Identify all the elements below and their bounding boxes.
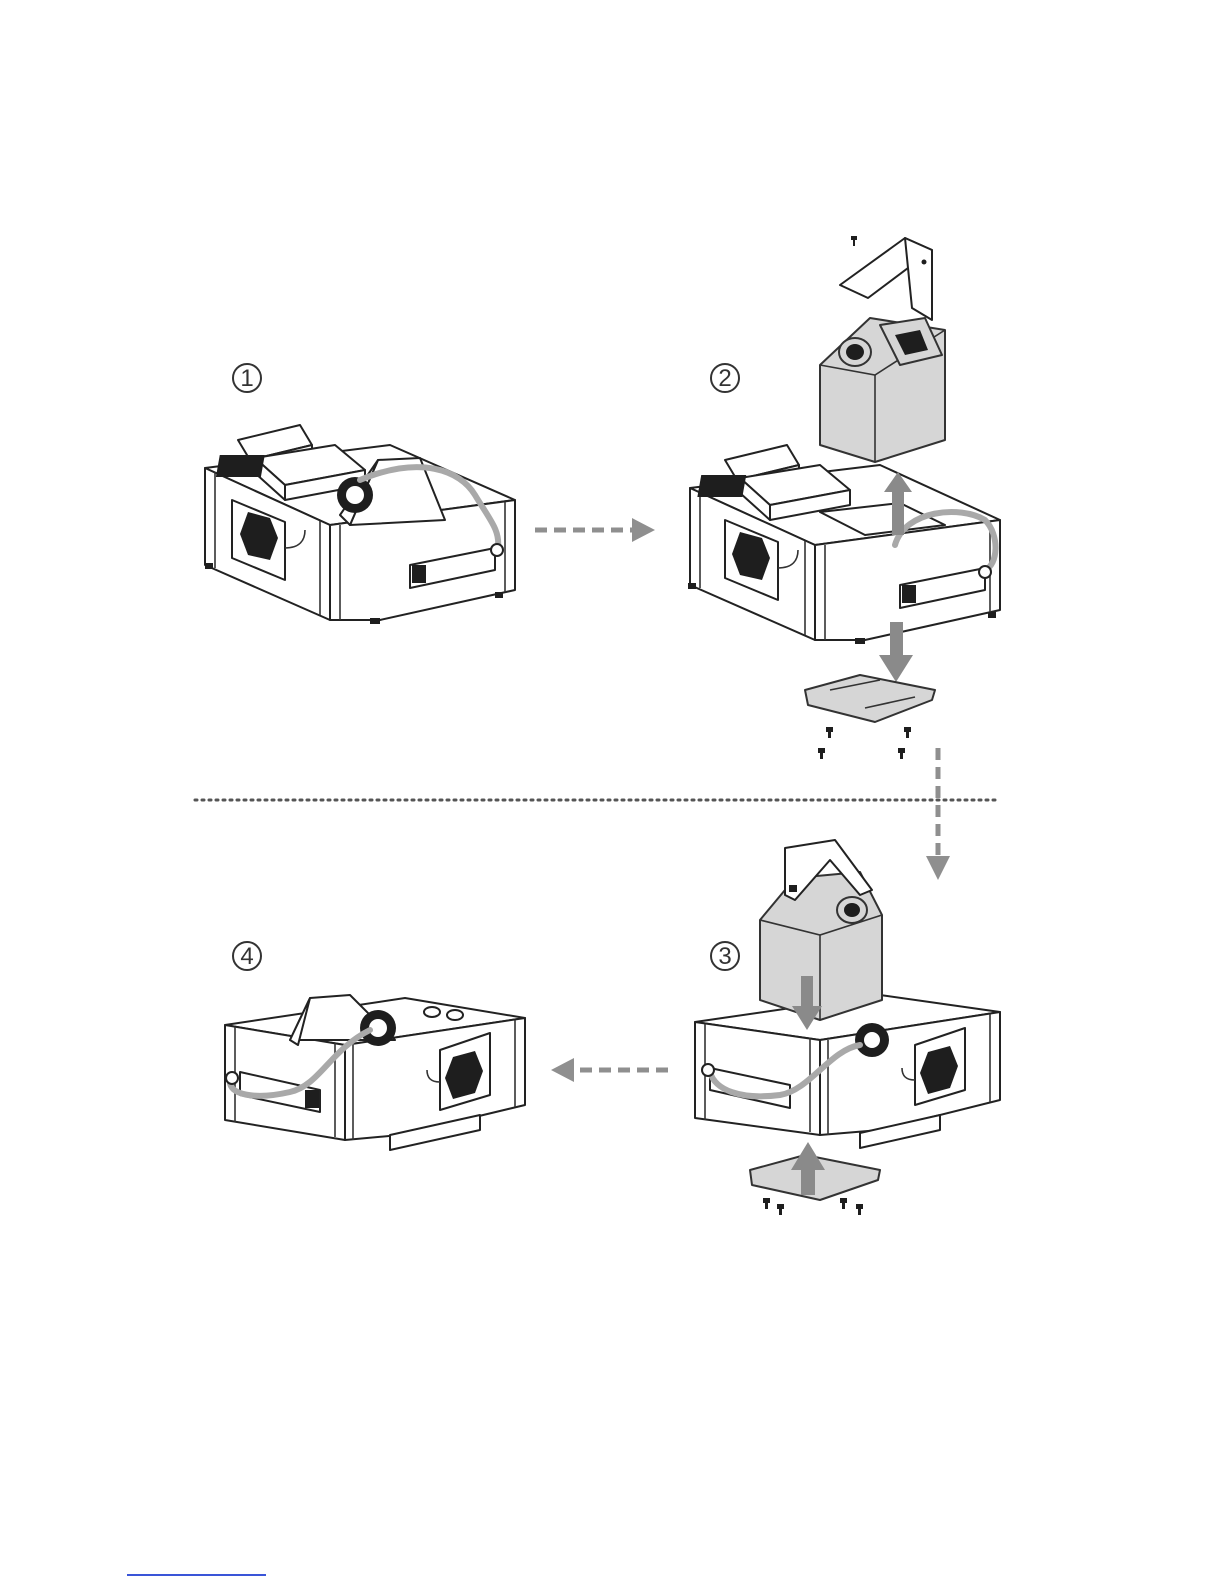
- bracket-icon: [840, 238, 932, 320]
- arrow-step3-to-step4: [551, 1058, 668, 1082]
- screw-icon: [851, 236, 857, 246]
- step-2-label: 2: [711, 364, 739, 392]
- step-3-machine-illustration: [695, 995, 1000, 1148]
- step-3-label: 3: [711, 942, 739, 970]
- screw-icons-step-3: [763, 1198, 863, 1215]
- svg-text:1: 1: [240, 365, 253, 392]
- step-1-label: 1: [233, 364, 261, 392]
- svg-text:4: 4: [240, 943, 253, 970]
- fluid-tank-icon: [820, 318, 945, 462]
- arrow-step2-to-step3: [926, 748, 950, 880]
- step-1-machine-illustration: [205, 425, 515, 624]
- step-4-machine-illustration: [225, 995, 525, 1150]
- arrow-step1-to-step2: [535, 518, 655, 542]
- base-plate-icon: [805, 675, 935, 722]
- screw-icons-step-2: [818, 727, 911, 759]
- svg-text:2: 2: [718, 365, 731, 392]
- step-2-machine-illustration: [688, 445, 1000, 644]
- step-4-label: 4: [233, 942, 261, 970]
- svg-text:3: 3: [718, 943, 731, 970]
